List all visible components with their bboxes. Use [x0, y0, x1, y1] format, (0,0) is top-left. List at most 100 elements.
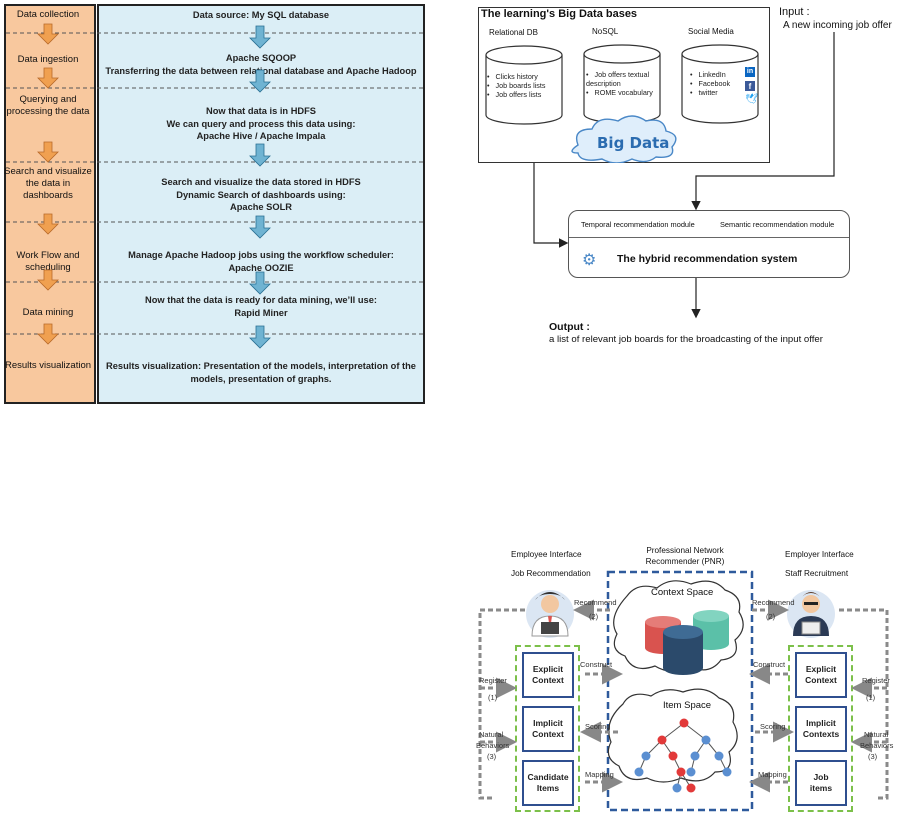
hybrid-system-box: [568, 210, 850, 278]
mapping-left-label: Mapping: [585, 770, 614, 779]
relational-db-items: Clicks history Job boards lists Job offe…: [487, 72, 546, 99]
stage-down-arrow: [37, 269, 59, 291]
box-label: Implicit Context: [532, 718, 564, 739]
db-name-relational: Relational DB: [489, 28, 538, 37]
natural-left-label: Natural: [479, 730, 504, 739]
recommend-left-num: (2): [589, 612, 599, 621]
context-db-stack: [645, 610, 729, 675]
stage-description: Results visualization: Presentation of t…: [106, 361, 416, 384]
big-data-cloud: [571, 115, 677, 163]
item-space-label: Item Space: [663, 700, 712, 711]
big-data-label: Big Data: [597, 134, 670, 152]
recommend-left-label: Recommend: [574, 598, 617, 607]
flow-down-arrow: [249, 325, 271, 349]
recommend-right-num: (2): [766, 612, 776, 621]
stage-down-arrow: [37, 141, 59, 163]
stage-label: Search and visualize the data in dashboa…: [4, 166, 92, 201]
register-left-num: (1): [488, 693, 498, 702]
employee-feedback-line: [478, 608, 525, 800]
employee-interface-label: Employee Interface: [511, 550, 582, 559]
db-item: Facebook: [690, 79, 731, 88]
stage-description: Now that data is in HDFS We can query an…: [166, 106, 356, 141]
facebook-icon: f: [745, 81, 755, 91]
db-item: LinkedIn: [690, 70, 730, 79]
social-db-items: LinkedIn Facebook twitter: [690, 70, 731, 97]
gear-icon: ⚙: [582, 252, 597, 269]
temporal-module: Temporal recommendation module: [581, 220, 695, 229]
input-to-system-arrow: [691, 32, 835, 211]
semantic-module: Semantic recommendation module: [720, 220, 835, 229]
construct-left-label: Construct: [580, 660, 613, 669]
flow-down-arrow: [249, 69, 271, 93]
employee-implicit-context: Implicit Context: [522, 706, 574, 752]
stage-label: Querying and processing the data: [6, 94, 90, 117]
recommend-right-label: Recommend: [752, 598, 795, 607]
hybrid-system-name: The hybrid recommendation system: [617, 253, 798, 265]
context-space-label: Context Space: [651, 587, 714, 598]
flow-down-arrow: [249, 143, 271, 167]
employee-context-group: [515, 645, 580, 812]
nosql-db-items: Job offers textual description ROME voca…: [586, 70, 656, 97]
db-name-social: Social Media: [688, 27, 734, 36]
db-to-system-arrow: [533, 163, 569, 248]
stage-label: Data ingestion: [17, 54, 79, 65]
db-item: Job boards lists: [487, 81, 546, 90]
scoring-right-label: Scoring: [760, 722, 786, 731]
twitter-icon: 🕊: [745, 94, 758, 105]
db-name-nosql: NoSQL: [592, 27, 619, 36]
stage-down-arrow: [37, 67, 59, 89]
employer-explicit-context: Explicit Context: [795, 652, 847, 698]
employer-interface-label: Employer Interface: [785, 550, 854, 559]
pipeline-arrows: [6, 23, 424, 349]
natural-right-label: Natural: [864, 730, 889, 739]
input-label: Input :: [779, 6, 810, 18]
employer-avatar: [787, 590, 835, 638]
mapping-right-label: Mapping: [758, 770, 787, 779]
hybrid-connectors: [533, 32, 835, 319]
item-tree-nodes: [634, 718, 732, 793]
big-data-title: The learning's Big Data bases: [481, 8, 638, 20]
linkedin-icon: in: [745, 67, 755, 77]
register-right-num: (1): [866, 693, 876, 702]
stage-down-arrow: [37, 213, 59, 235]
box-label: Job items: [809, 772, 833, 793]
job-recommendation-label: Job Recommendation: [511, 569, 591, 578]
db-item: Job offers lists: [487, 90, 545, 99]
stage-label: Results visualization: [4, 360, 92, 371]
stage-label: Data collection: [16, 9, 80, 20]
employer-feedback-line: [839, 608, 889, 800]
stage-down-arrow: [37, 23, 59, 45]
behaviors-left-num: (3): [487, 752, 497, 761]
behaviors-right-label: Behaviors: [860, 741, 894, 750]
stage-description: Search and visualize the data stored in …: [161, 177, 361, 212]
db-item: Job offers textual description: [586, 70, 656, 88]
flow-down-arrow: [249, 25, 271, 49]
db-item: twitter: [690, 88, 730, 97]
register-right-label: Register: [862, 676, 890, 685]
employee-candidate-items: Candidate Items: [522, 760, 574, 806]
db-item: ROME vocabulary: [586, 88, 656, 97]
flow-down-arrow: [249, 271, 271, 295]
box-label: Candidate Items: [527, 772, 569, 793]
box-label: Explicit Context: [532, 664, 564, 685]
pnr-boundary: [606, 570, 754, 812]
module-divider: [569, 237, 849, 238]
behaviors-right-num: (3): [868, 752, 878, 761]
staff-recruitment-label: Staff Recruitment: [785, 569, 849, 578]
stage-description: Now that the data is ready for data mini…: [145, 295, 377, 318]
box-label: Implicit Contexts: [802, 718, 840, 739]
register-left-label: Register: [479, 676, 507, 685]
employer-job-items: Job items: [795, 760, 847, 806]
flow-down-arrow: [249, 215, 271, 239]
stage-label: Work Flow and scheduling: [16, 250, 80, 273]
stage-label: Data mining: [22, 307, 74, 318]
input-text: A new incoming job offer: [783, 20, 892, 31]
stage-down-arrow: [37, 323, 59, 345]
item-space-cloud: [607, 688, 738, 783]
pnr-diagram: [478, 570, 889, 812]
db-item: Clicks history: [487, 72, 545, 81]
employee-avatar: [526, 590, 574, 638]
pnr-title: Professional Network Recommender (PNR): [645, 546, 725, 566]
